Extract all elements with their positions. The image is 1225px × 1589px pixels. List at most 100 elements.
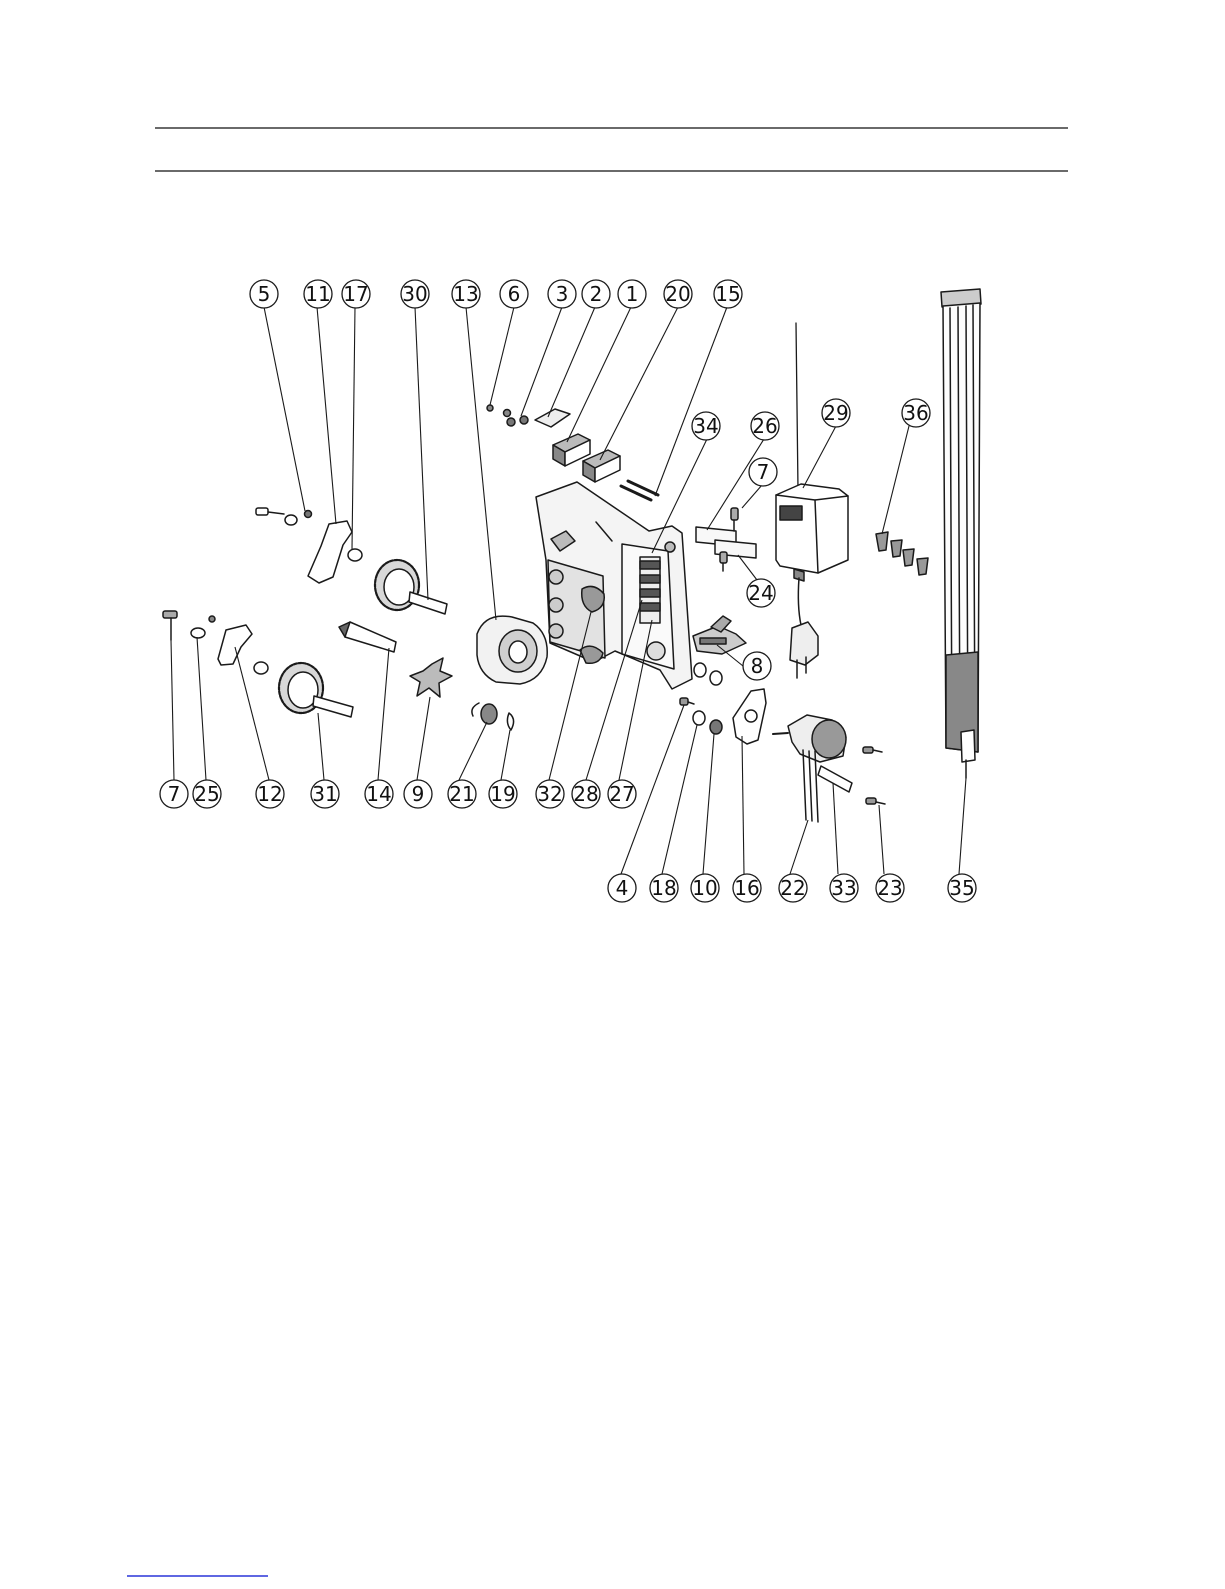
part-ring-10-upper <box>710 671 722 685</box>
part-nut-6 <box>487 405 493 411</box>
callout-3: 3 <box>548 280 576 308</box>
part-gear-31 <box>279 663 353 717</box>
part-ring-18 <box>693 711 705 725</box>
part-shaft-14 <box>339 622 396 652</box>
part-screw-23a <box>863 747 882 753</box>
callout-label: 15 <box>715 282 740 306</box>
callout-label: 3 <box>556 282 569 306</box>
leader-21 <box>459 722 487 780</box>
callout-label: 17 <box>343 282 368 306</box>
callout-label: 18 <box>651 876 676 900</box>
callout-31: 31 <box>311 780 339 808</box>
leader-9 <box>417 697 430 780</box>
leader-1 <box>567 307 631 442</box>
callout-label: 21 <box>449 782 474 806</box>
leader-15 <box>655 307 727 496</box>
callout-label: 11 <box>305 282 330 306</box>
callout-9: 9 <box>404 780 432 808</box>
callout-label: 34 <box>693 414 718 438</box>
part-bushing-21 <box>481 704 497 724</box>
leader-16 <box>742 736 744 874</box>
callout-label: 16 <box>734 876 759 900</box>
callout-label: 36 <box>903 401 928 425</box>
callout-label: 28 <box>573 782 598 806</box>
callout-12: 12 <box>256 780 284 808</box>
part-ring-10 <box>710 720 722 734</box>
callout-26: 26 <box>751 412 779 440</box>
callout-label: 31 <box>312 782 337 806</box>
callout-label: 29 <box>823 401 848 425</box>
leader-6 <box>490 307 514 405</box>
callout-label: 26 <box>752 414 777 438</box>
part-nut-3b <box>507 418 515 426</box>
leader-2 <box>548 307 595 417</box>
part-screw-23b <box>866 798 885 804</box>
callout-17: 17 <box>342 280 370 308</box>
part-wire-harness-35 <box>941 289 981 778</box>
callout-8: 8 <box>743 652 771 680</box>
part-ring-left <box>254 662 268 674</box>
part-star-wheel-9 <box>410 658 452 697</box>
leader-33 <box>833 783 838 874</box>
callout-label: 12 <box>257 782 282 806</box>
part-main-frame <box>536 482 692 689</box>
callout-label: 25 <box>194 782 219 806</box>
part-motor-22 <box>773 715 846 822</box>
part-screw-24-stud <box>720 552 727 571</box>
leader-13 <box>466 307 496 620</box>
callout-22: 22 <box>779 874 807 902</box>
callout-label: 5 <box>258 282 271 306</box>
leader-23 <box>879 805 884 874</box>
part-terminal-block-28 <box>640 557 660 623</box>
leader-18 <box>662 725 697 874</box>
callout-label: 4 <box>616 876 629 900</box>
callout-5: 5 <box>250 280 278 308</box>
part-bracket-12 <box>218 625 252 665</box>
callout-label: 10 <box>692 876 717 900</box>
part-clip-left <box>472 703 479 716</box>
callout-1: 1 <box>618 280 646 308</box>
part-screw-7-upper <box>731 508 738 531</box>
part-nut-small-25 <box>209 616 215 622</box>
part-switch-8 <box>693 616 746 654</box>
leader-30 <box>415 307 428 600</box>
part-screw-4 <box>680 698 694 705</box>
leader-31 <box>318 713 324 780</box>
leader-36 <box>882 426 909 534</box>
part-screw-7-lower <box>163 611 177 640</box>
leader-14 <box>378 648 389 780</box>
part-washer-25 <box>191 628 205 638</box>
leader-17 <box>352 307 355 549</box>
callout-30: 30 <box>401 280 429 308</box>
part-ring-17 <box>348 549 362 561</box>
part-wire-nuts-36 <box>876 532 928 575</box>
callout-label: 7 <box>168 782 181 806</box>
callout-label: 24 <box>748 581 773 605</box>
part-ring-18-upper <box>694 663 706 677</box>
callout-19: 19 <box>489 780 517 808</box>
callout-label: 30 <box>402 282 427 306</box>
callout-label: 22 <box>780 876 805 900</box>
callout-34: 34 <box>692 412 720 440</box>
callout-label: 14 <box>366 782 391 806</box>
leader-22 <box>790 820 808 874</box>
callout-29: 29 <box>822 399 850 427</box>
part-plate-16-hole <box>745 710 757 722</box>
callout-27: 27 <box>608 780 636 808</box>
callout-label: 27 <box>609 782 634 806</box>
callout-14: 14 <box>365 780 393 808</box>
leader-5 <box>264 307 305 511</box>
callout-28: 28 <box>572 780 600 808</box>
part-screw-upper-left <box>256 508 284 515</box>
part-bracket-11 <box>308 521 352 583</box>
part-nut-3c <box>520 416 528 424</box>
callout-label: 13 <box>453 282 478 306</box>
leader-29 <box>803 426 836 488</box>
leader-7a <box>742 485 762 508</box>
part-washer-upper-left <box>285 515 297 525</box>
leader-20 <box>600 307 678 460</box>
leader-24 <box>738 555 757 580</box>
leader-7b <box>171 640 174 780</box>
callout-label: 9 <box>412 782 425 806</box>
